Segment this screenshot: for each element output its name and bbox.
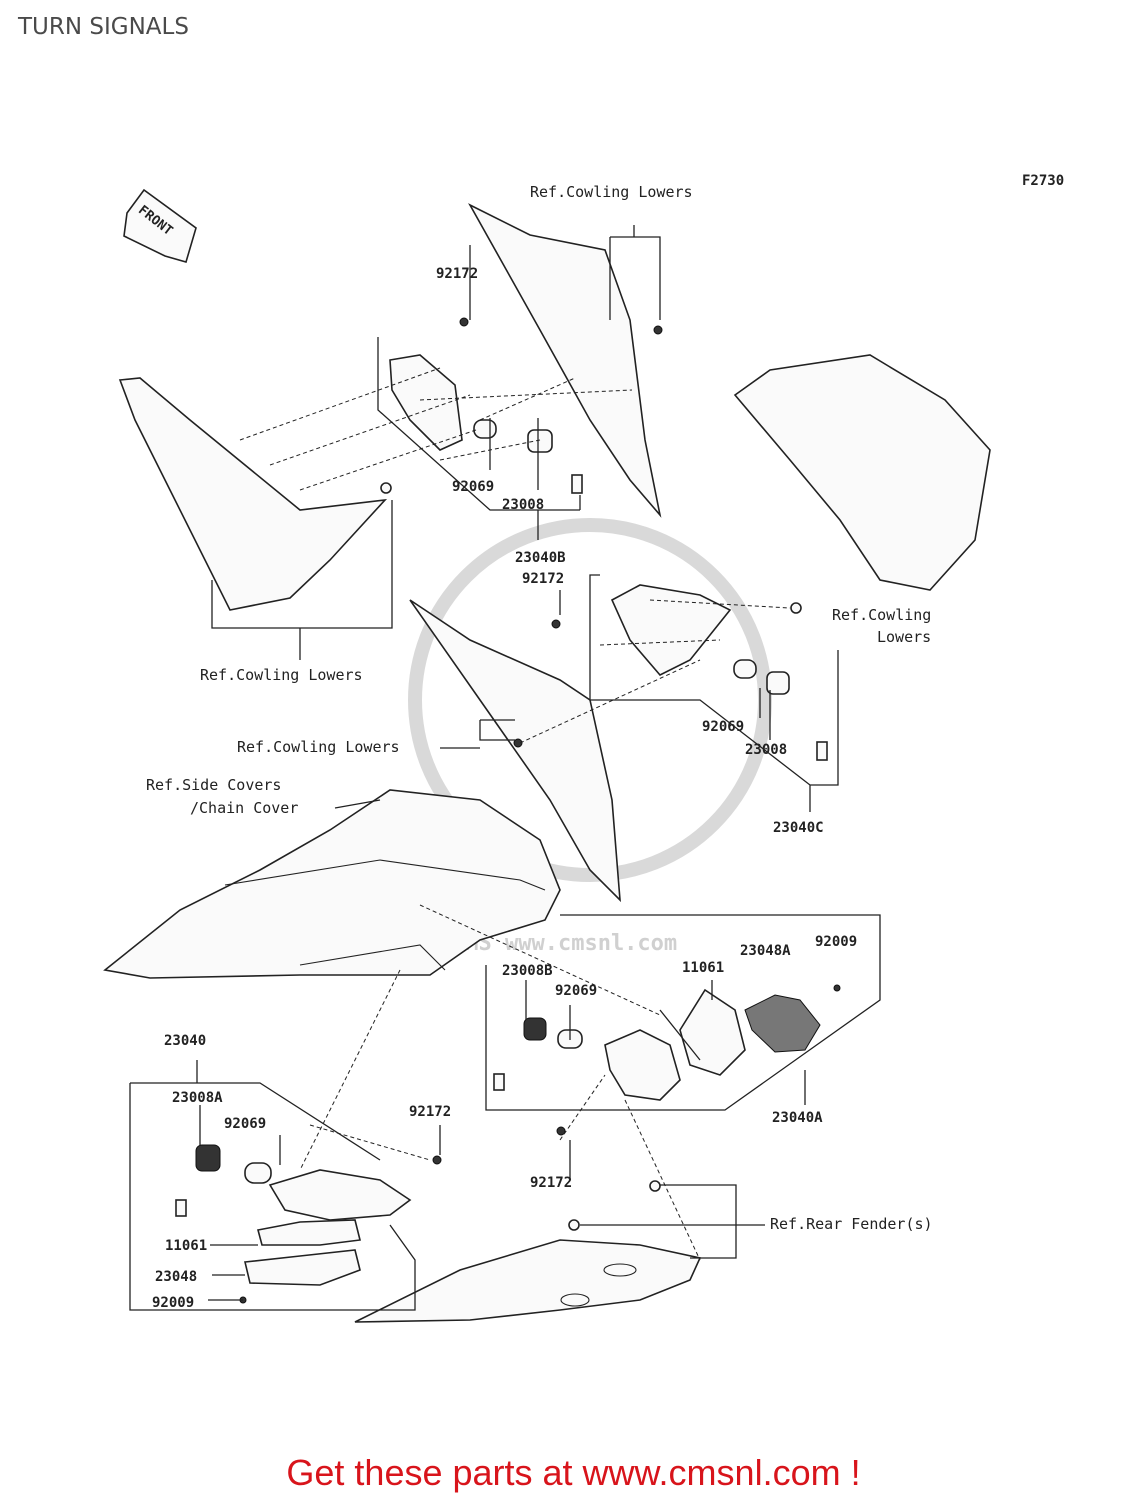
part-number-23040: 23040 [164, 1033, 206, 1049]
part-number-23040A: 23040A [772, 1110, 823, 1126]
part-number-23008-upper-left: 23008 [502, 497, 544, 513]
right-rear-socket-part [523, 1017, 547, 1041]
ref-rear-fender-label: Ref.Rear Fender(s) [770, 1215, 933, 1233]
middle-inner-panel-part [409, 599, 621, 903]
grommet-icon [649, 1180, 661, 1192]
part-number-92009-left: 92009 [152, 1295, 194, 1311]
part-number-11061-right: 11061 [682, 960, 724, 976]
left-rear-socket-part [195, 1144, 221, 1172]
left-rear-lens-part [257, 1219, 361, 1246]
screw-icon [432, 1155, 442, 1165]
right-connector-part [816, 741, 828, 761]
ref-side-covers-label: Ref.Side Covers [146, 776, 281, 794]
chain-cover-label: /Chain Cover [190, 799, 298, 817]
grommet-icon [568, 1219, 580, 1231]
right-bulb-part [733, 659, 757, 679]
screw-icon [459, 317, 469, 327]
part-number-23008A: 23008A [172, 1090, 223, 1106]
left-rear-housing-part [268, 1169, 412, 1221]
right-rear-connector-part [493, 1073, 505, 1091]
part-number-92172-lower-middle: 92172 [530, 1175, 572, 1191]
screw-icon [513, 738, 523, 748]
left-connector-part [571, 474, 583, 494]
part-number-23008B: 23008B [502, 963, 553, 979]
upper-right-cowl-part [733, 354, 991, 591]
front-arrow-icon: FRONT [123, 188, 197, 263]
part-number-23048A: 23048A [740, 943, 791, 959]
left-bracket-part [389, 354, 463, 451]
screw-icon [833, 984, 841, 992]
right-rear-housing-part [604, 1029, 681, 1101]
part-number-23048: 23048 [155, 1269, 197, 1285]
left-socket-part [527, 429, 553, 453]
left-bulb-part [473, 419, 497, 439]
part-number-92172-middle: 92172 [522, 571, 564, 587]
tail-cowl-part [103, 789, 561, 979]
grommet-icon [380, 482, 392, 494]
left-rear-connector-part [175, 1199, 187, 1217]
right-bracket-part [610, 584, 732, 676]
part-number-11061-left: 11061 [165, 1238, 207, 1254]
right-socket-part [766, 671, 790, 695]
ref-cowling-right-label: Ref.Cowling [832, 606, 931, 624]
part-number-92009-right: 92009 [815, 934, 857, 950]
left-rear-cover-part [244, 1249, 361, 1286]
part-number-23040C: 23040C [773, 820, 824, 836]
screw-icon [556, 1126, 566, 1136]
upper-inner-panel-part [468, 203, 662, 518]
part-number-23040B: 23040B [515, 550, 566, 566]
figure-code: F2730 [1022, 173, 1064, 189]
screw-icon [653, 325, 663, 335]
part-number-92069-right: 92069 [702, 719, 744, 735]
cta-link[interactable]: Get these parts at www.cmsnl.com ! [286, 1452, 861, 1493]
ref-cowling-lowers-top-label: Ref.Cowling Lowers [530, 183, 693, 201]
grommet-icon [790, 602, 802, 614]
right-rear-cover-part [744, 994, 821, 1053]
part-number-23008-right: 23008 [745, 742, 787, 758]
part-number-92069-lower-right: 92069 [555, 983, 597, 999]
part-number-92172-top: 92172 [436, 266, 478, 282]
right-rear-lens-part [679, 988, 746, 1076]
screw-icon [551, 619, 561, 629]
rear-fender-part [354, 1239, 702, 1323]
ref-cowling-lowers-middle-label: Ref.Cowling Lowers [237, 738, 400, 756]
left-rear-bulb-part [244, 1162, 272, 1184]
ref-cowling-lowers-left-label: Ref.Cowling Lowers [200, 666, 363, 684]
lowers-right-label: Lowers [877, 628, 931, 646]
part-number-92172-lower-left: 92172 [409, 1104, 451, 1120]
part-number-92069-lower-left: 92069 [224, 1116, 266, 1132]
page-title: TURN SIGNALS [18, 14, 189, 40]
upper-left-cowl-part [118, 377, 388, 611]
part-number-92069-upper-left: 92069 [452, 479, 494, 495]
